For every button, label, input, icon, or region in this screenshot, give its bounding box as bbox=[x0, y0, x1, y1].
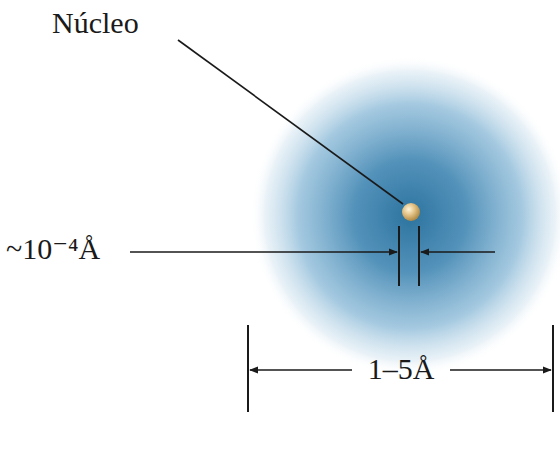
dimension-label: 1–5Å bbox=[368, 352, 435, 387]
dimension-tick bbox=[398, 226, 400, 286]
dimension-arrow bbox=[250, 369, 352, 371]
dimension-arrow bbox=[450, 369, 551, 371]
dimension-arrow bbox=[421, 251, 495, 253]
dimension-arrow bbox=[130, 251, 397, 253]
dimension-tick bbox=[418, 226, 420, 286]
dimension-label: ~10⁻⁴Å bbox=[6, 232, 100, 267]
electron-cloud bbox=[250, 56, 560, 376]
dimension-tick bbox=[552, 325, 554, 412]
leader-line bbox=[178, 40, 403, 204]
nucleus bbox=[402, 203, 420, 221]
part-label: Núcleo bbox=[52, 6, 139, 41]
dimension-tick bbox=[247, 325, 249, 412]
